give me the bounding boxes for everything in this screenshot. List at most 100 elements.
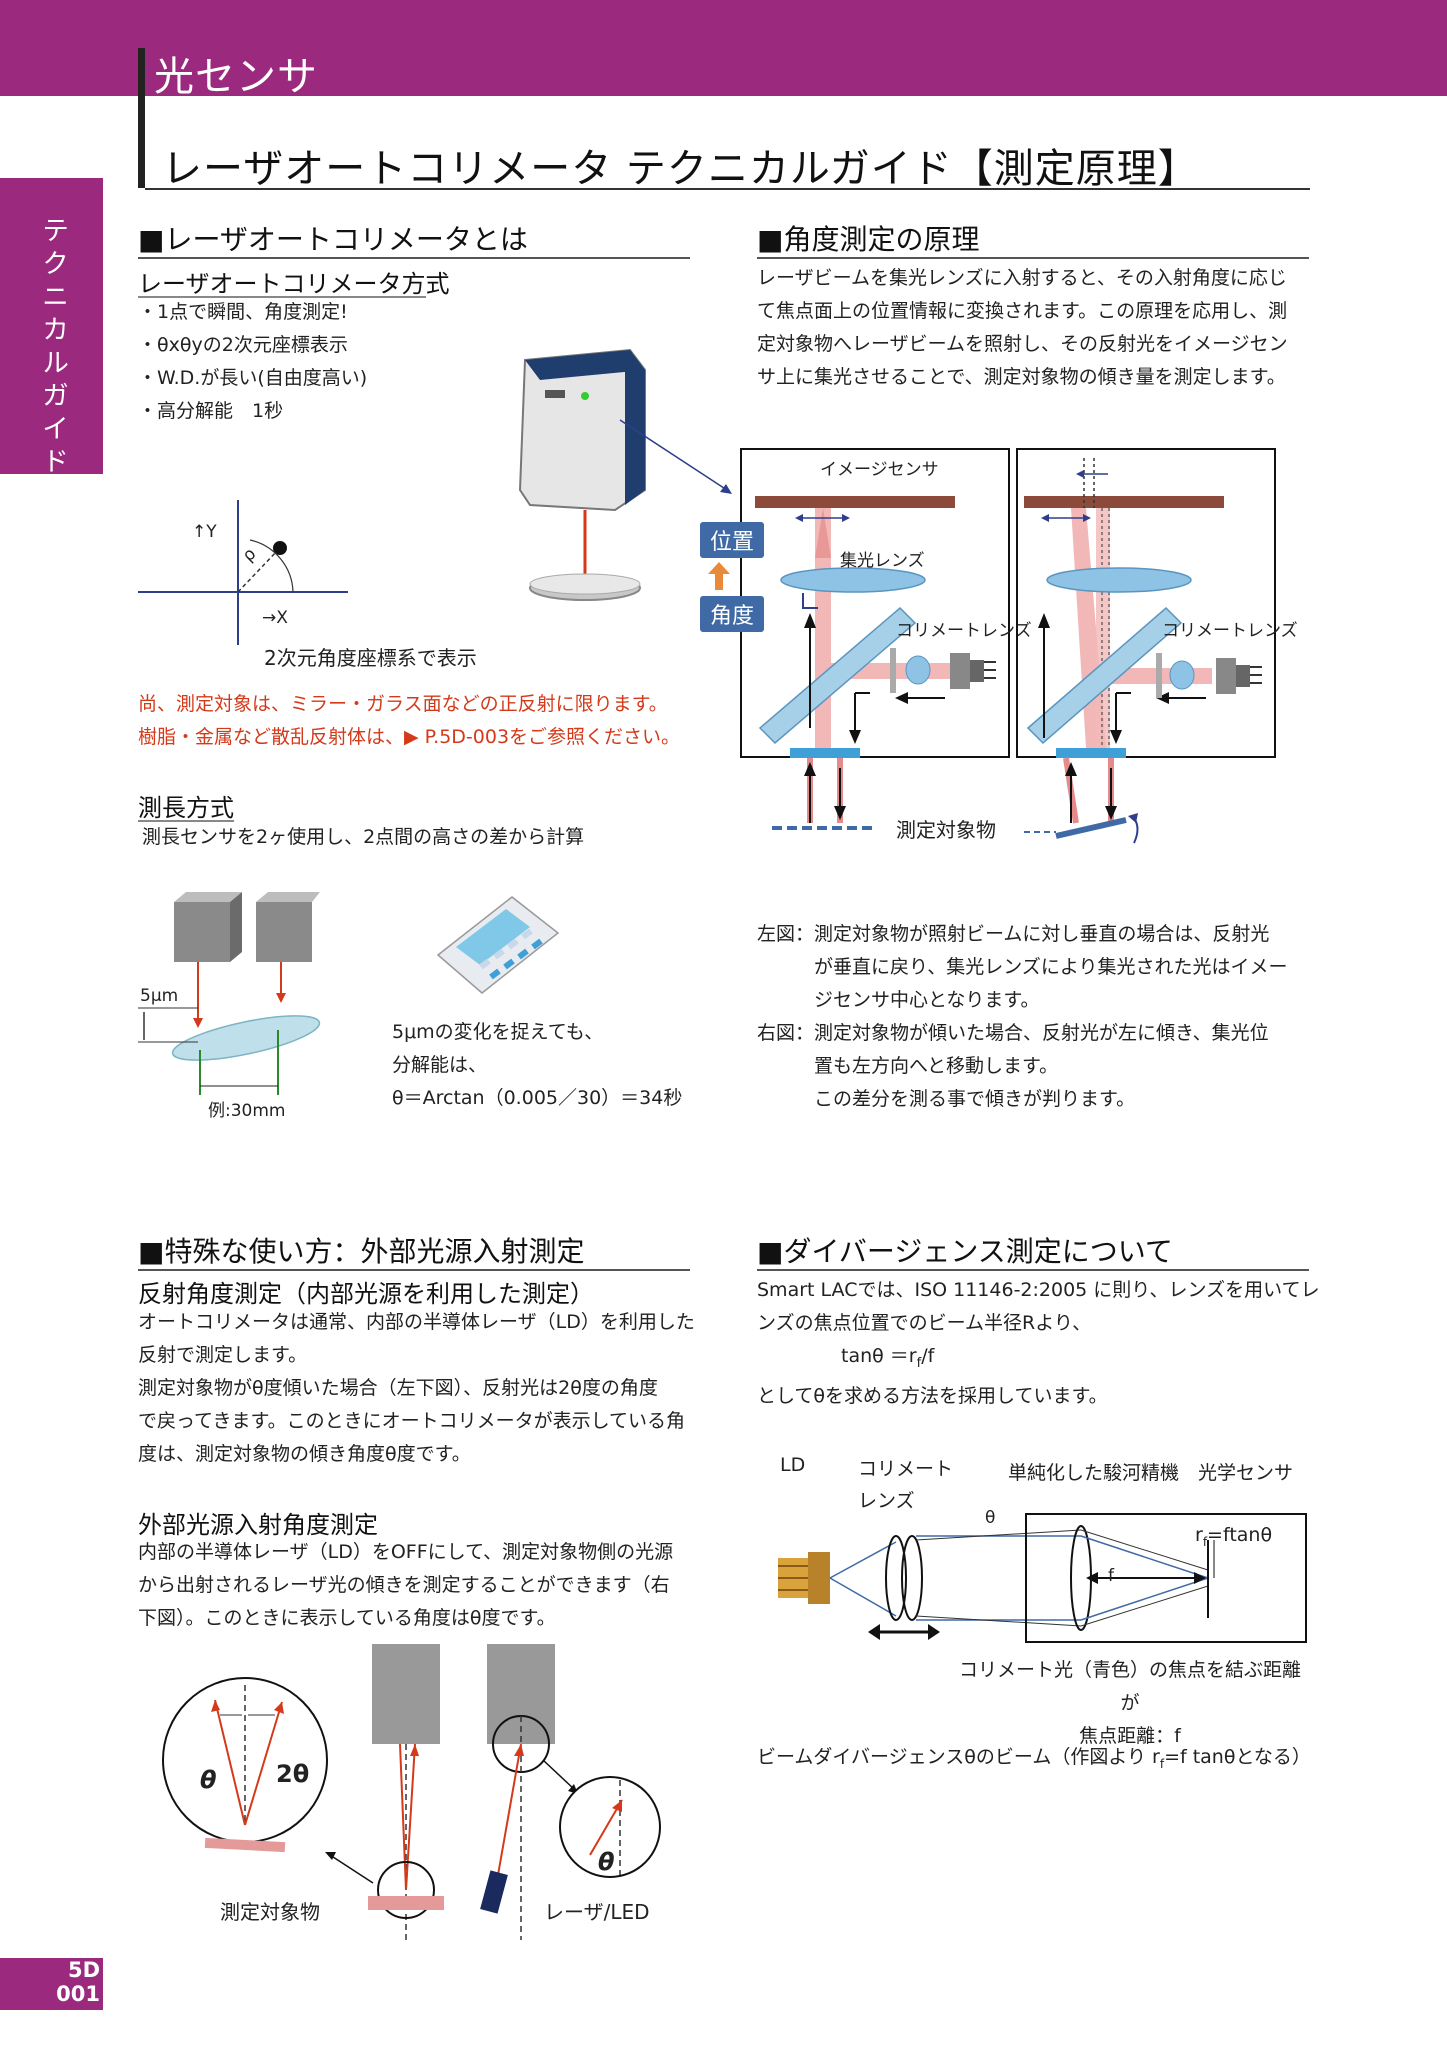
side-tab-label: テクニカルガイド (37, 216, 68, 480)
rf-formula-label: rf=ftanθ (1195, 1524, 1273, 1549)
page-code-bottom: 001 (56, 1982, 100, 2006)
focal-f-label: f (1108, 1566, 1114, 1586)
principle-diagram-perpendicular (740, 448, 1010, 830)
note-line: ジセンサ中心となります。 (814, 989, 1040, 1011)
divergence-description: Smart LACでは、ISO 11146-2:2005 に則り、レンズを用いて… (757, 1274, 1320, 1413)
reflect-title: 反射角度測定（内部光源を利用した測定） (138, 1280, 594, 1308)
caption-line: 焦点距離：f (1079, 1725, 1181, 1747)
note-line: 置も左方向へと移動します。 (814, 1055, 1059, 1077)
section-heading-what: ■レーザオートコリメータとは (138, 223, 528, 256)
example-length-label: 例:30mm (208, 1101, 286, 1121)
section-rule (138, 1269, 690, 1271)
pointer-arrow (619, 419, 732, 494)
length-sensor-diagram (138, 892, 321, 1095)
footer-band (0, 1958, 103, 2010)
caption-line: コリメート光（青色）の焦点を結ぶ距離が (958, 1659, 1301, 1714)
note-line: 尚、測定対象は、ミラー・ガラス面などの正反射に限ります。 (138, 693, 668, 715)
external-light-diagram (162, 1644, 661, 1940)
page-code-top: 5D (67, 1958, 100, 1982)
desc-line: オートコリメータは通常、内部の半導体レーザ（LD）を利用した (138, 1311, 695, 1333)
position-tab: 位置 (700, 522, 765, 558)
page-title: レーザオートコリメータ テクニカルガイド【測定原理】 (162, 146, 1199, 192)
note-line: が垂直に戻り、集光レンズにより集光された光はイメー (814, 956, 1288, 978)
calc-line: θ＝Arctan（0.005／30）＝34秒 (392, 1087, 683, 1109)
axis-x-label: →X (262, 608, 288, 628)
principle-diagram-tilted (1016, 448, 1276, 844)
page-code: 5D 001 (0, 1958, 100, 2006)
coord-caption: 2次元角度座標系で表示 (264, 646, 477, 670)
feature-item: ・W.D.が長い(自由度高い) (138, 367, 368, 389)
target-object-label: 測定対象物 (220, 1900, 320, 1924)
divergence-theta-label: θ (985, 1508, 996, 1528)
title-accent-bar (138, 48, 145, 188)
desc-line: て焦点面上の位置情報に変換されます。この原理を応用し、測 (757, 300, 1288, 322)
five-um-label: 5μm (140, 986, 179, 1006)
note-link[interactable]: 樹脂・金属など散乱反射体は、▶ P.5D-003をご参照ください。 (138, 726, 681, 748)
angle-tab: 角度 (700, 596, 765, 632)
desc-line: サ上に集光させることで、測定対象物の傾き量を測定します。 (757, 366, 1286, 388)
beam-divergence-note: ビームダイバージェンスθのビーム（作図より rf=f tanθとなる） (757, 1746, 1311, 1771)
collimate-lens-right-label: コリメートレンズ (1162, 621, 1298, 641)
calculator-icon (436, 896, 560, 994)
focal-caption: コリメート光（青色）の焦点を結ぶ距離が 焦点距離：f (950, 1654, 1310, 1753)
title-rule (145, 188, 1310, 190)
desc-line: 測定対象物がθ度傾いた場合（左下図）、反射光は2θ度の角度 (138, 1377, 658, 1399)
length-method-title: 測長方式 (138, 794, 234, 822)
image-sensor-label: イメージセンサ (820, 460, 939, 480)
length-title-rule (138, 820, 234, 822)
formula: tanθ ＝rf/f (841, 1345, 935, 1371)
section-rule (757, 257, 1309, 259)
focus-lens-label: 集光レンズ (840, 551, 925, 571)
note-line: 左図：測定対象物が照射ビームに対し垂直の場合は、反射光 (757, 923, 1270, 945)
desc-line: 下図）。このときに表示している角度はθ度です。 (138, 1607, 556, 1629)
feature-item: ・高分解能 1秒 (138, 400, 284, 422)
two-theta-label: 2θ (276, 1760, 310, 1788)
collimate-lens-left-label: コリメートレンズ (896, 621, 1032, 641)
external-title: 外部光源入射角度測定 (138, 1511, 378, 1539)
note-line: この差分を測る事で傾きが判ります。 (814, 1088, 1136, 1110)
axis-y-label: ↑Y (192, 522, 217, 542)
divergence-diagram (778, 1513, 1307, 1643)
principle-description: レーザビームを集光レンズに入射すると、その入射角度に応じ て焦点面上の位置情報に… (757, 262, 1288, 394)
theta-right-label: θ (598, 1848, 615, 1876)
section-heading-special: ■特殊な使い方：外部光源入射測定 (138, 1235, 585, 1268)
desc-line: 内部の半導体レーザ（LD）をOFFにして、測定対象物側の光源 (138, 1541, 674, 1563)
coordinate-system-diagram (138, 500, 348, 645)
header-band (0, 0, 1447, 96)
desc-line: Smart LACでは、ISO 11146-2:2005 に則り、レンズを用いて… (757, 1279, 1320, 1301)
section-heading-principle: ■角度測定の原理 (757, 223, 980, 256)
ld-label: LD (780, 1454, 806, 1476)
note-line: 右図：測定対象物が傾いた場合、反射光が左に傾き、集光位 (757, 1022, 1269, 1044)
desc-line: ンズの焦点位置でのビーム半径Rより、 (757, 1312, 1092, 1334)
method-title-rule (138, 296, 426, 298)
desc-line: 度は、測定対象物の傾き角度θ度です。 (138, 1443, 471, 1465)
calc-line: 5μmの変化を捉えても、 (392, 1021, 604, 1043)
simplified-sensor-label: 単純化した駿河精機 光学センサ (1008, 1462, 1294, 1484)
laser-led-label: レーザ/LED (544, 1900, 650, 1924)
feature-list: ・1点で瞬間、角度測定! ・θxθyの2次元座標表示 ・W.D.が長い(自由度高… (138, 296, 367, 428)
desc-line: 定対象物へレーザビームを照射し、その反射光をイメージセン (757, 333, 1288, 355)
external-description: 内部の半導体レーザ（LD）をOFFにして、測定対象物側の光源 から出射されるレー… (138, 1536, 673, 1635)
reflect-description: オートコリメータは通常、内部の半導体レーザ（LD）を利用した 反射で測定します。… (138, 1306, 695, 1471)
target-label: 測定対象物 (896, 818, 996, 842)
desc-line: 反射で測定します。 (138, 1344, 308, 1366)
up-arrow-icon (708, 562, 730, 590)
resolution-calculation: 5μmの変化を捉えても、 分解能は、 θ＝Arctan（0.005／30）＝34… (392, 1016, 682, 1115)
theta-label: θ (200, 1766, 217, 1794)
desc-line: で戻ってきます。このときにオートコリメータが表示している角 (138, 1410, 686, 1432)
desc-line: としてθを求める方法を採用しています。 (757, 1384, 1108, 1407)
calc-line: 分解能は、 (392, 1054, 488, 1076)
feature-item: ・θxθyの2次元座標表示 (138, 334, 348, 356)
category-title: 光センサ (154, 54, 318, 100)
side-tab[interactable] (0, 178, 103, 474)
length-method-desc: 測長センサを2ヶ使用し、2点間の高さの差から計算 (142, 826, 585, 848)
feature-item: ・1点で瞬間、角度測定! (138, 301, 348, 323)
desc-line: レーザビームを集光レンズに入射すると、その入射角度に応じ (757, 267, 1287, 289)
left-figure-note: 左図：測定対象物が照射ビームに対し垂直の場合は、反射光 が垂直に戻り、集光レンズ… (757, 918, 1287, 1116)
desc-line: から出射されるレーザ光の傾きを測定することができます（右 (138, 1574, 670, 1596)
collimate-label-1: コリメート (858, 1458, 954, 1480)
section-rule (757, 1269, 1309, 1271)
method-title: レーザオートコリメータ方式 (138, 270, 450, 298)
section-heading-divergence: ■ダイバージェンス測定について (757, 1235, 1173, 1268)
collimate-label-2: レンズ (858, 1490, 915, 1512)
